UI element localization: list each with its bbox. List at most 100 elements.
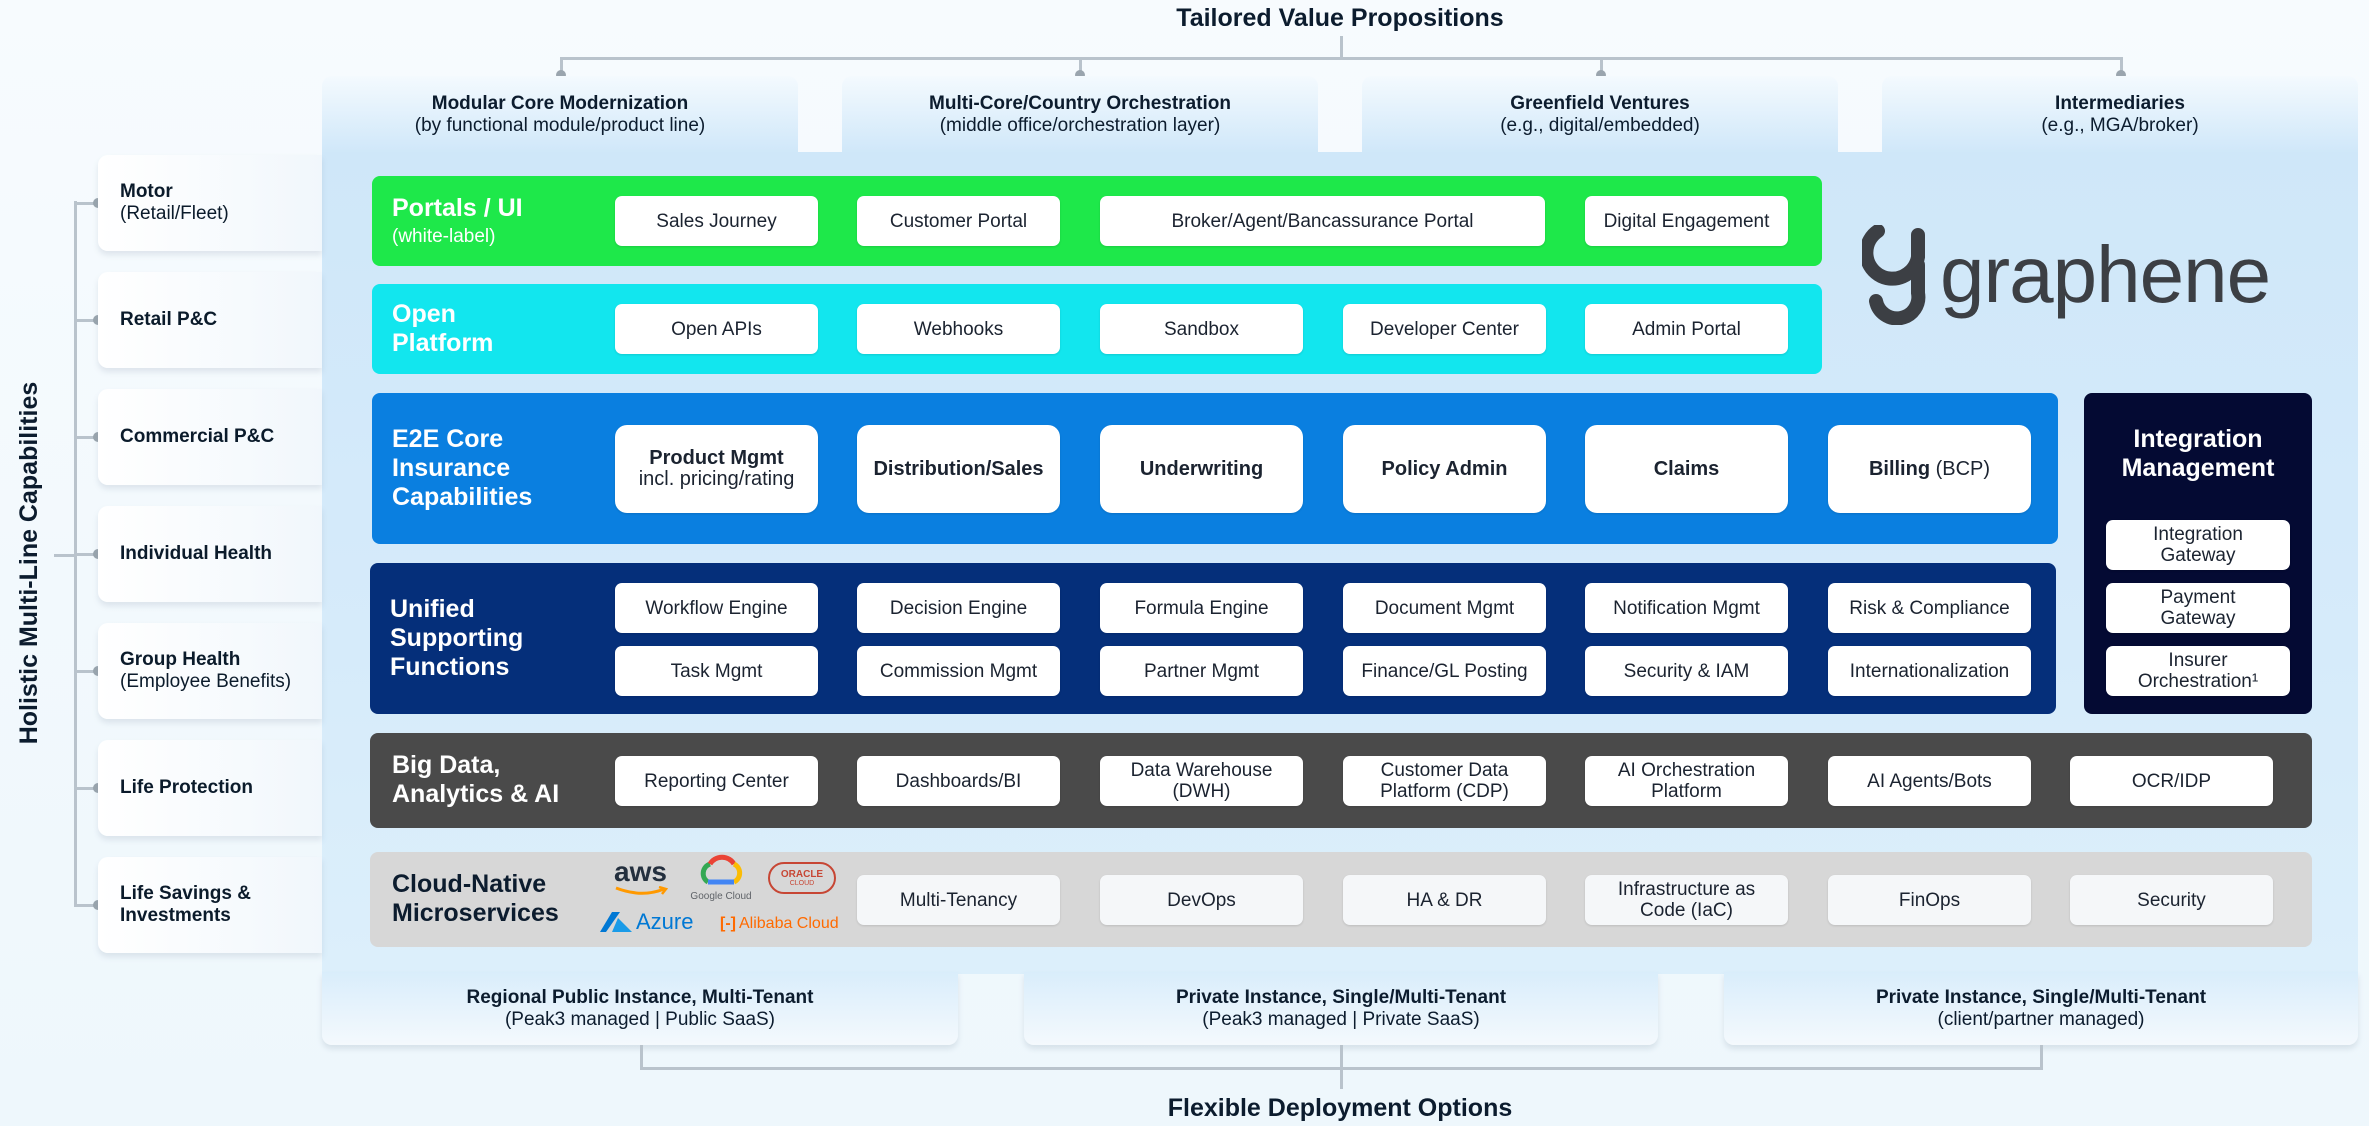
- chip-notification-mgmt: Notification Mgmt: [1585, 583, 1788, 633]
- chip-internationalization: Internationalization: [1828, 646, 2031, 696]
- graphene-wordmark: graphene: [1940, 230, 2271, 319]
- azure-logo: Azure: [600, 908, 706, 936]
- chip-insurer-orchestration: Insurer Orchestration¹: [2106, 646, 2290, 696]
- title-line: Insurance: [392, 454, 511, 482]
- chip-main: Product Mgmt: [649, 447, 784, 469]
- chip-line: Security: [2137, 889, 2206, 911]
- chip-customer-portal: Customer Portal: [857, 196, 1060, 246]
- chip-data-warehouse: Data Warehouse (DWH): [1100, 756, 1303, 806]
- top-connector-stem: [1340, 36, 1343, 58]
- lob-tick-5: [74, 670, 96, 673]
- chip-line: Infrastructure as: [1617, 879, 1756, 900]
- chip-partner-mgmt: Partner Mgmt: [1100, 646, 1303, 696]
- alibaba-text: Alibaba Cloud: [738, 915, 839, 932]
- cloud-title: Cloud-Native Microservices: [392, 870, 559, 928]
- value-prop-sub: (middle office/orchestration layer): [939, 115, 1221, 136]
- value-prop-intermediaries: Intermediaries (e.g., MGA/broker): [1882, 76, 2358, 154]
- lob-motor: Motor (Retail/Fleet): [98, 155, 322, 251]
- chip-line: Customer Data: [1380, 760, 1509, 781]
- integration-band: Integration Management Integration Gatew…: [2084, 393, 2312, 714]
- top-drop-2: [1079, 57, 1082, 74]
- lob-life-protection: Life Protection: [98, 740, 322, 836]
- chip-webhooks: Webhooks: [857, 304, 1060, 354]
- deployment-title: Private Instance, Single/Multi-Tenant: [1175, 986, 1507, 1008]
- chip-line: Orchestration¹: [2137, 671, 2259, 692]
- chip-ocr-idp: OCR/IDP: [2070, 756, 2273, 806]
- chip-line: HA & DR: [1406, 889, 1483, 911]
- chip-sub: incl. pricing/rating: [638, 468, 795, 490]
- chip-ai-agents: AI Agents/Bots: [1828, 756, 2031, 806]
- chip-product-mgmt: Product Mgmt incl. pricing/rating: [615, 425, 818, 513]
- bottom-drop-2: [1340, 1045, 1343, 1069]
- top-dot-2: [1075, 70, 1085, 80]
- lob-life-savings: Life Savings & Investments: [98, 857, 322, 953]
- open-platform-title: Open Platform: [392, 300, 493, 358]
- top-heading: Tailored Value Propositions: [1176, 4, 1504, 32]
- chip-broker-portal: Broker/Agent/Bancassurance Portal: [1100, 196, 1545, 246]
- open-platform-band: Open Platform Open APIs Webhooks Sandbox…: [372, 284, 1822, 374]
- chip-line: OCR/IDP: [2131, 770, 2212, 792]
- top-drop-1: [560, 57, 563, 74]
- top-drop-3: [1600, 57, 1603, 74]
- title-line: Unified: [390, 595, 475, 623]
- top-drop-4: [2120, 57, 2123, 74]
- lob-group-health: Group Health (Employee Benefits): [98, 623, 322, 719]
- top-dot-3: [1596, 70, 1606, 80]
- side-heading: Holistic Multi-Line Capabilities: [15, 381, 43, 745]
- value-prop-modular: Modular Core Modernization (by functiona…: [322, 76, 798, 154]
- top-connector-bar: [560, 57, 2123, 60]
- chip-dashboards-bi: Dashboards/BI: [857, 756, 1060, 806]
- oracle-text: ORACLE: [780, 868, 824, 880]
- title-line: Big Data,: [392, 751, 501, 779]
- oracle-cloud-logo: ORACLE CLOUD: [768, 862, 836, 894]
- chip-billing: Billing (BCP): [1828, 425, 2031, 513]
- chip-devops: DevOps: [1100, 875, 1303, 925]
- lob-tick-7: [74, 904, 96, 907]
- value-prop-orchestration: Multi-Core/Country Orchestration (middle…: [842, 76, 1318, 154]
- lob-title: Life Protection: [120, 777, 254, 798]
- top-dot-4: [2116, 70, 2126, 80]
- lob-title-cont: Investments: [120, 905, 231, 926]
- chip-line: Gateway: [2160, 608, 2236, 629]
- deployment-private-peak3: Private Instance, Single/Multi-Tenant (P…: [1024, 972, 1658, 1045]
- lob-title: Retail P&C: [120, 309, 218, 330]
- google-cloud-icon: [700, 854, 743, 885]
- title-line: Microservices: [392, 899, 559, 927]
- title-line: E2E Core: [392, 425, 504, 453]
- chip-commission-mgmt: Commission Mgmt: [857, 646, 1060, 696]
- chip-line: Platform: [1651, 781, 1722, 802]
- google-cloud-logo: Google Cloud: [688, 854, 754, 904]
- bigdata-band: Big Data, Analytics & AI Reporting Cente…: [370, 733, 2312, 828]
- lob-tick-1: [74, 202, 96, 205]
- side-connector-stem: [54, 554, 76, 557]
- alibaba-icon: [-]: [720, 915, 736, 932]
- chip-line: Reporting Center: [644, 770, 789, 792]
- azure-text: Azure: [636, 909, 694, 934]
- core-title: E2E Core Insurance Capabilities: [392, 425, 532, 512]
- chip-distribution-sales: Distribution/Sales: [857, 425, 1060, 513]
- top-dot-1: [556, 70, 566, 80]
- chip-line: (DWH): [1172, 781, 1231, 802]
- chip-finops: FinOps: [1828, 875, 2031, 925]
- chip-line: Multi-Tenancy: [899, 889, 1018, 911]
- chip-document-mgmt: Document Mgmt: [1343, 583, 1546, 633]
- supporting-band: Unified Supporting Functions Workflow En…: [370, 563, 2056, 714]
- chip-ai-orchestration: AI Orchestration Platform: [1585, 756, 1788, 806]
- aws-text: aws: [614, 856, 667, 887]
- core-band: E2E Core Insurance Capabilities Product …: [372, 393, 2058, 544]
- deployment-sub: (client/partner managed): [1937, 1008, 2145, 1030]
- azure-icon: [600, 912, 632, 932]
- deployment-title: Regional Public Instance, Multi-Tenant: [466, 986, 814, 1008]
- chip-sub: (BCP): [1935, 457, 1991, 480]
- title-line: Functions: [390, 653, 510, 681]
- lob-title: Group Health: [120, 649, 241, 670]
- chip-payment-gateway: Payment Gateway: [2106, 583, 2290, 633]
- lob-retail-pc: Retail P&C: [98, 272, 322, 368]
- chip-developer-center: Developer Center: [1343, 304, 1546, 354]
- aws-smile-icon: [615, 886, 669, 895]
- lob-commercial-pc: Commercial P&C: [98, 389, 322, 485]
- title-line: Cloud-Native: [392, 870, 547, 898]
- graphene-g-icon: [1862, 225, 1926, 325]
- chip-finance-gl: Finance/GL Posting: [1343, 646, 1546, 696]
- value-prop-sub: (e.g., MGA/broker): [2041, 115, 2199, 136]
